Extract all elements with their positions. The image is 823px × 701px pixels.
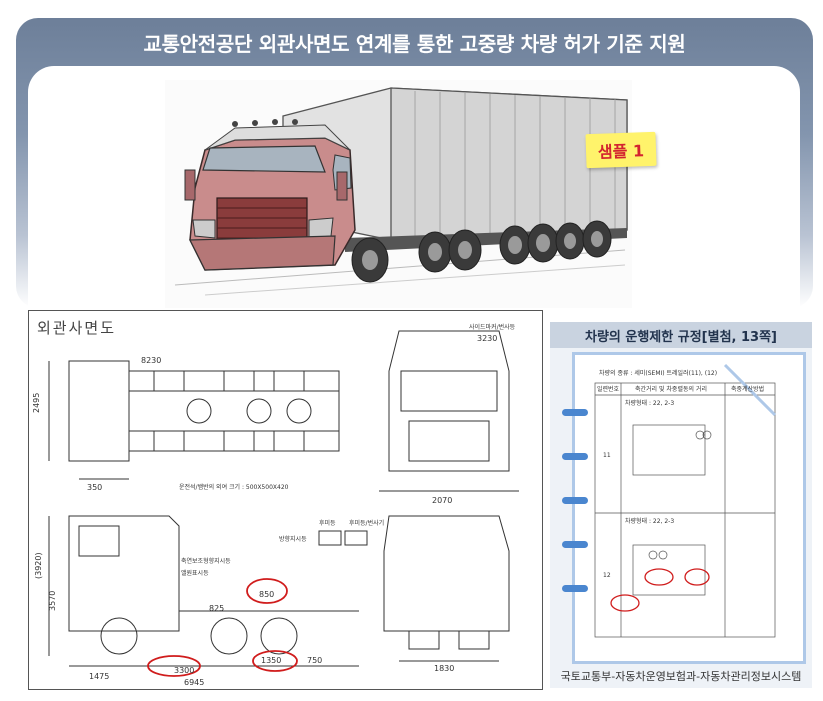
dim-2495: 2495 bbox=[32, 393, 41, 413]
binder-ring bbox=[562, 497, 588, 504]
dim-350: 350 bbox=[87, 483, 102, 492]
regulation-header: 차량의 운행제한 규정[별첨, 13쪽] bbox=[550, 322, 812, 348]
col-axle: 축간거리 및 차중렬동의 거리 bbox=[635, 385, 707, 393]
dim-850: 850 bbox=[259, 590, 274, 599]
dim-6945: 6945 bbox=[184, 678, 204, 687]
front-label: 사이드마커/번사등 bbox=[469, 323, 516, 331]
regulation-panel: 차량의 운행제한 규정[별첨, 13쪽] 차량의 종류 : 세미(SEMI) 트… bbox=[550, 322, 812, 688]
binder-ring bbox=[562, 409, 588, 416]
lamp-label-3: 방향지시등 bbox=[279, 535, 307, 543]
row1-axle: 차량형태 : 22, 2-3 bbox=[625, 399, 674, 407]
drawing-title: 외관사면도 bbox=[37, 319, 117, 337]
sample-tag: 샘플 1 bbox=[585, 131, 657, 169]
binder-ring bbox=[562, 585, 588, 592]
dim-750: 750 bbox=[307, 656, 322, 665]
front-dims: 3230 bbox=[477, 334, 497, 343]
page-title: 교통안전공단 외관사면도 연계를 통한 고중량 차량 허가 기준 지원 bbox=[143, 31, 686, 56]
row2-no: 12 bbox=[603, 572, 611, 579]
row2-axle: 차량형태 : 22, 2-3 bbox=[625, 517, 674, 525]
regulation-table: 차량의 종류 : 세미(SEMI) 트레일러(11), (12) 일련 bbox=[594, 363, 777, 638]
col-calc: 축중계산방법 bbox=[731, 385, 764, 393]
dim-3570: 3570 bbox=[48, 591, 57, 611]
row1-no: 11 bbox=[603, 452, 611, 459]
truck-illustration bbox=[165, 80, 632, 308]
dim-1350: 1350 bbox=[261, 656, 281, 665]
lamp-label-2: 후미등/번사기 bbox=[349, 519, 384, 527]
side-label-1: 축연보조형향지시등 bbox=[181, 557, 231, 565]
regulation-document: 차량의 종류 : 세미(SEMI) 트레일러(11), (12) 일련 bbox=[572, 352, 806, 664]
top-note: 운전석/뱀반의 외여 크기 : 500X500X420 bbox=[179, 483, 289, 491]
dim-3920: (3920) bbox=[34, 552, 43, 579]
binder-ring bbox=[562, 453, 588, 460]
dim-8230: 8230 bbox=[141, 356, 161, 365]
exterior-drawing: 외관사면도 bbox=[28, 310, 543, 690]
doc-line: 차량의 종류 : 세미(SEMI) 트레일러(11), (12) bbox=[599, 369, 717, 377]
dim-1475: 1475 bbox=[89, 672, 109, 681]
lamp-label-1: 후미등 bbox=[319, 519, 336, 527]
dim-825: 825 bbox=[209, 604, 224, 613]
drawing-lines: 2495 350 운전석/뱀반의 외여 크기 : 500X500X420 823… bbox=[32, 323, 519, 687]
regulation-footer: 국토교통부-자동차운영보험과-자동차관리정보시스템 bbox=[560, 669, 802, 683]
dim-3300: 3300 bbox=[174, 666, 194, 675]
side-label-2: 앨원표시등 bbox=[181, 569, 209, 577]
binder-ring bbox=[562, 541, 588, 548]
truck-image bbox=[174, 87, 628, 296]
dim-2070: 2070 bbox=[432, 496, 452, 505]
col-no: 일련번호 bbox=[597, 385, 620, 393]
dim-1830: 1830 bbox=[434, 664, 454, 673]
